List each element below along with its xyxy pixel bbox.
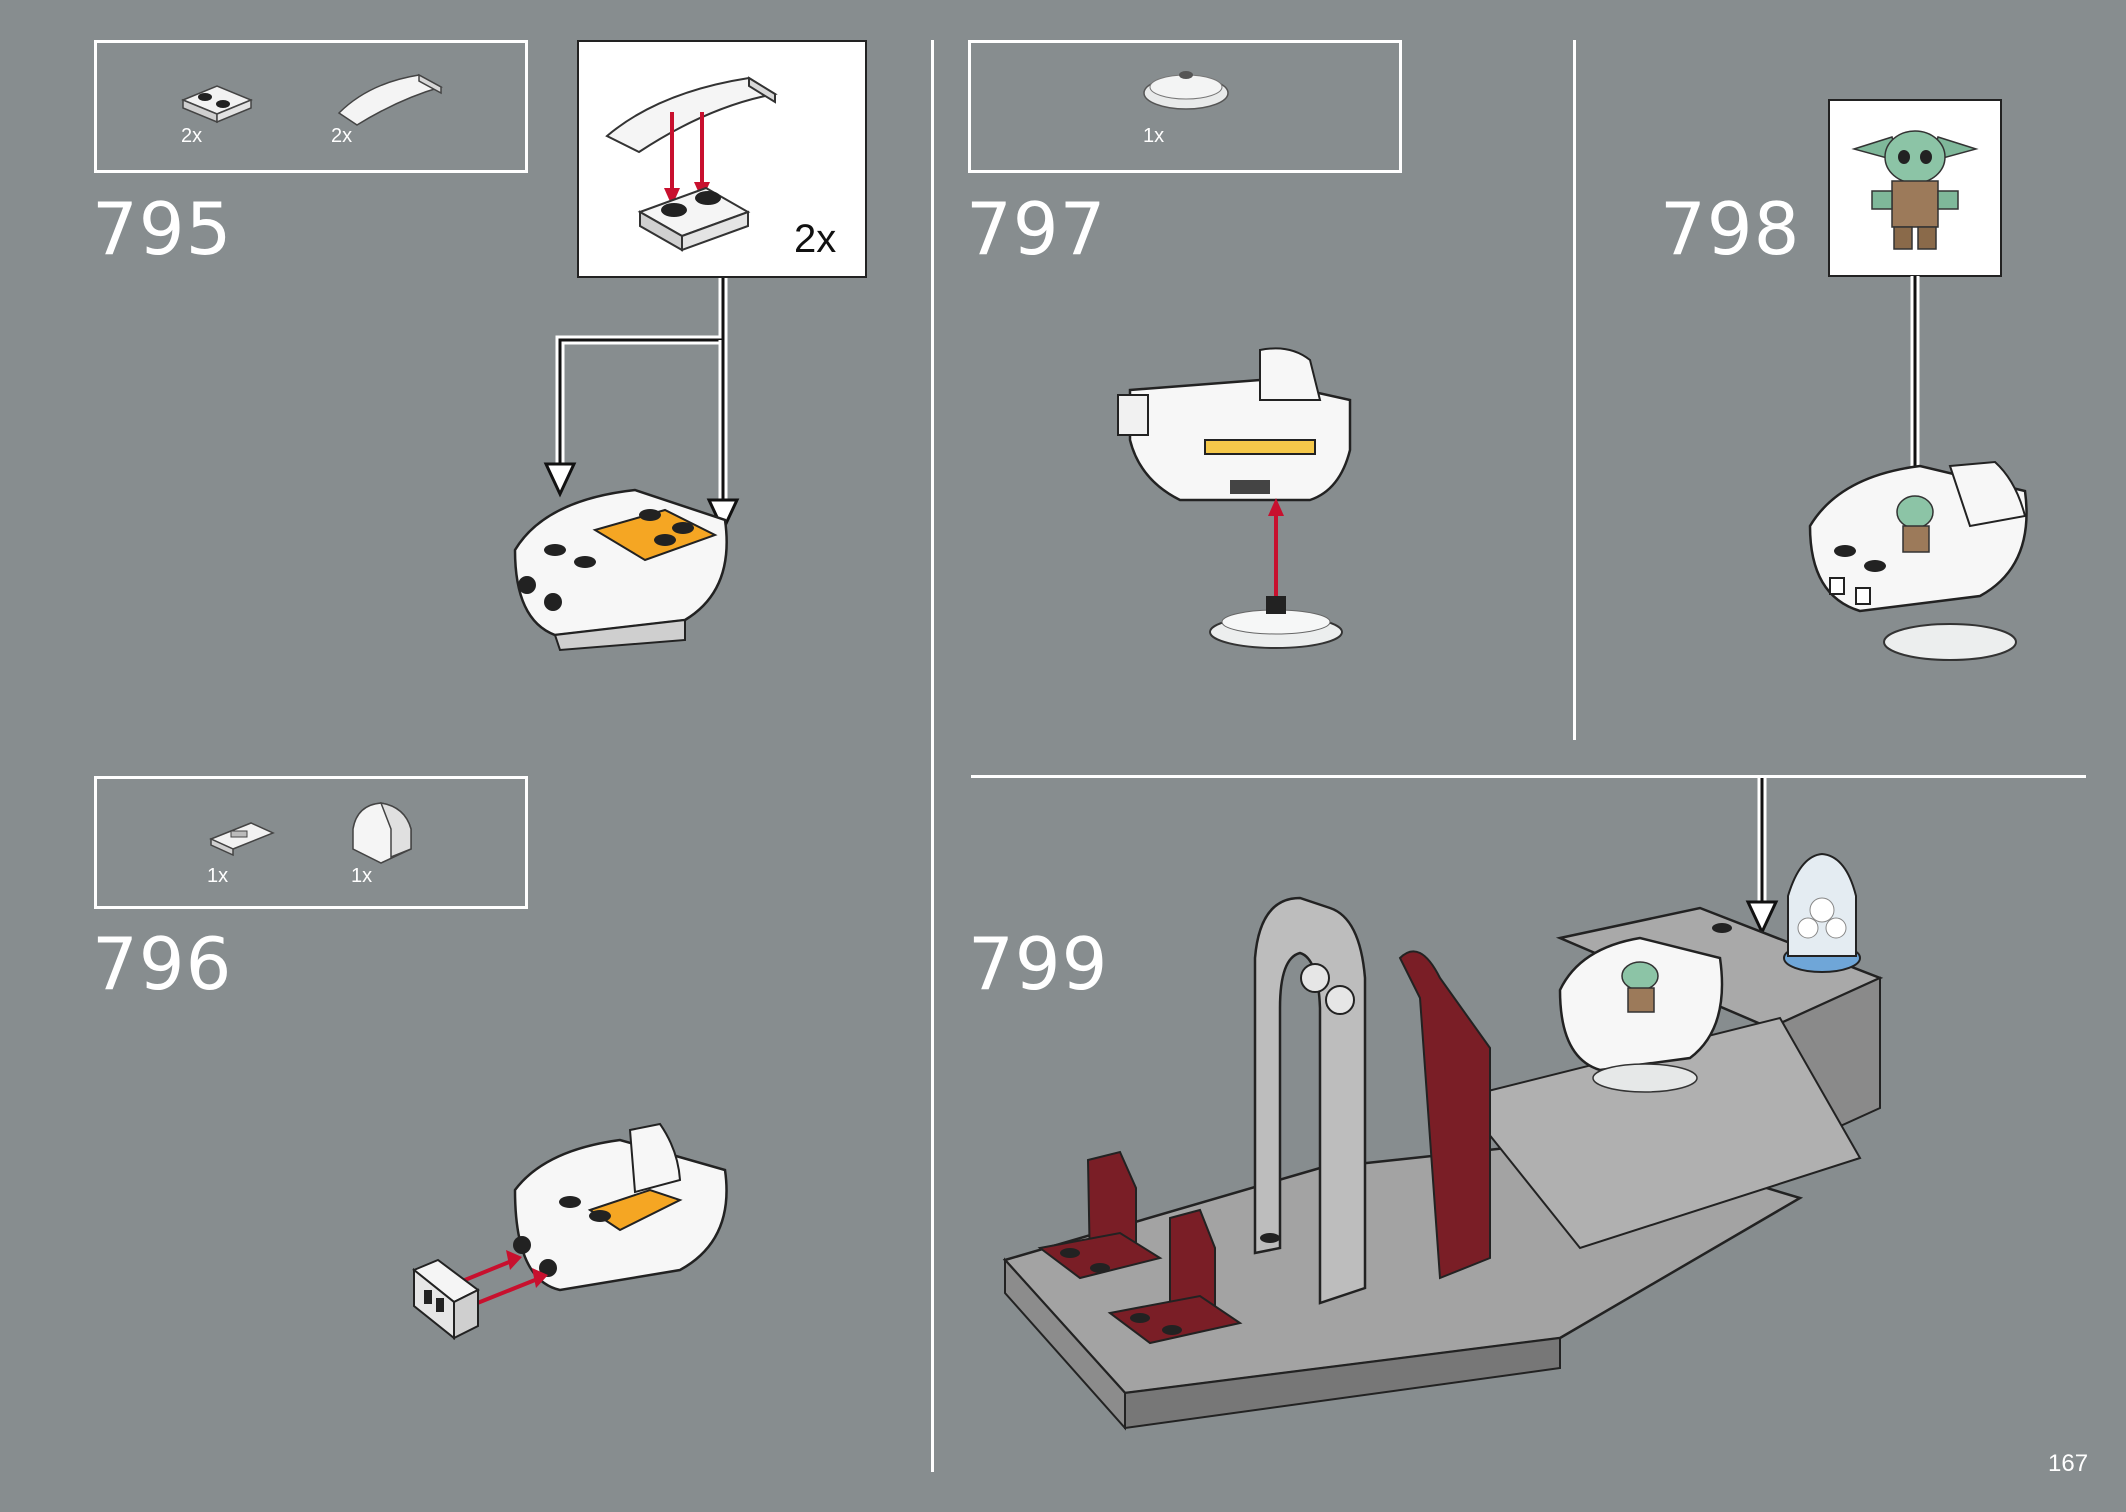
step-number-798: 798 xyxy=(1660,187,1801,271)
seat-underside-797-illustration xyxy=(1117,347,1352,649)
step-number-797: 797 xyxy=(966,187,1107,271)
assembly-arrows-795 xyxy=(543,278,740,534)
vertical-divider-center xyxy=(931,40,934,1472)
page-number: 167 xyxy=(2048,1450,2089,1477)
step-number-795: 795 xyxy=(92,187,233,271)
minifigure-callout-798 xyxy=(1828,99,2002,277)
seat-assembly-796-illustration xyxy=(412,1122,728,1341)
step-number-799: 799 xyxy=(968,922,1109,1006)
cockpit-assembly-799-illustration xyxy=(1002,778,1884,1431)
part-qty-label: 2x xyxy=(181,125,203,147)
part-qty-label: 1x xyxy=(207,865,229,887)
tile-with-clip-icon xyxy=(209,822,275,857)
curved-slope-brick-icon xyxy=(352,802,412,864)
plate-1x2-with-studs-icon xyxy=(637,186,751,252)
grogu-minifigure-icon xyxy=(1851,130,1979,250)
curved-slope-plate-icon xyxy=(605,76,778,154)
part-qty-label: 2x xyxy=(331,125,353,147)
callout-multiplier: 2x xyxy=(794,217,837,261)
red-arrow-icon xyxy=(664,112,710,206)
plate-1x2-with-studs-icon xyxy=(181,85,253,124)
horizontal-divider-right xyxy=(971,775,2086,778)
part-qty-label: 1x xyxy=(351,865,373,887)
step-number-796: 796 xyxy=(92,922,233,1006)
part-qty-label: 1x xyxy=(1143,125,1165,147)
seat-assembly-795-illustration xyxy=(513,488,728,652)
parts-list-795: 2x 2x xyxy=(94,40,528,173)
vertical-divider-right xyxy=(1573,40,1576,740)
sub-assembly-callout-795: 2x xyxy=(577,40,867,278)
parts-list-796: 1x 1x xyxy=(94,776,528,909)
curved-slope-plate-icon xyxy=(337,73,443,126)
parts-list-797: 1x xyxy=(968,40,1402,173)
seat-with-grogu-798-illustration xyxy=(1808,276,2028,661)
transparent-dish-icon xyxy=(1143,71,1229,110)
